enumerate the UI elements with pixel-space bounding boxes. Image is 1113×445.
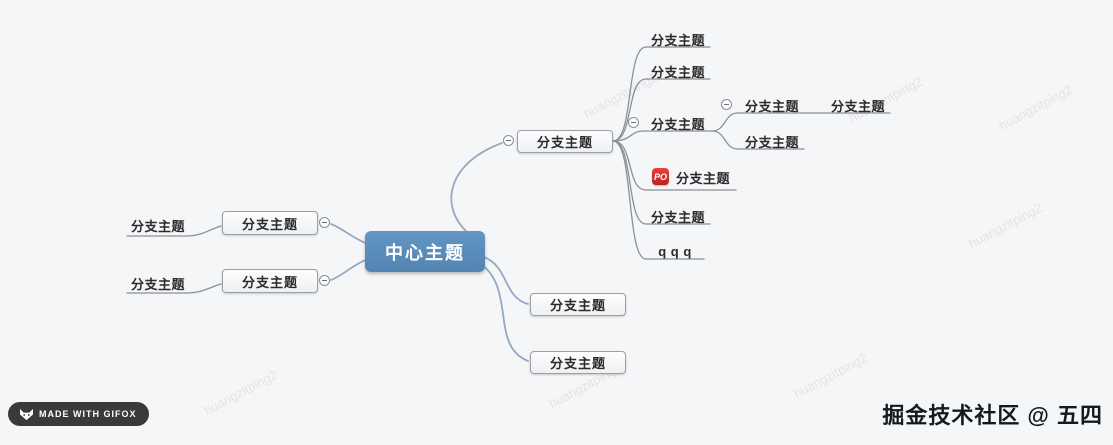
branch-topic-node[interactable]: 分支主题 — [222, 211, 318, 235]
watermark-text: huangzitping2 — [966, 199, 1045, 252]
subtopic-node[interactable]: 分支主题 — [130, 277, 185, 292]
subtopic-node[interactable]: 分支主题 — [744, 135, 799, 150]
branch-topic-node[interactable]: 分支主题 — [530, 293, 626, 316]
subtopic-node[interactable]: q q q — [658, 244, 692, 259]
po-priority-icon[interactable]: PO — [652, 168, 669, 185]
collapse-icon[interactable] — [503, 135, 514, 146]
watermark-text: huangzitping2 — [201, 366, 280, 419]
branch-topic-node[interactable]: 分支主题 — [517, 130, 613, 153]
branch-topic-node[interactable]: 分支主题 — [222, 269, 318, 293]
subtopic-node[interactable]: 分支主题 — [130, 219, 185, 234]
subtopic-node[interactable]: 分支主题 — [650, 33, 705, 48]
collapse-icon[interactable] — [319, 217, 330, 228]
collapse-icon[interactable] — [721, 99, 732, 110]
subtopic-node[interactable]: 分支主题 — [650, 65, 705, 80]
watermark-text: huangzitping2 — [791, 349, 870, 402]
subtopic-node[interactable]: 分支主题 — [830, 99, 885, 114]
fox-icon — [20, 408, 33, 421]
central-topic-node[interactable]: 中心主题 — [365, 231, 485, 272]
collapse-icon[interactable] — [319, 275, 330, 286]
subtopic-node[interactable]: 分支主题 — [650, 210, 705, 225]
collapse-icon[interactable] — [628, 117, 639, 128]
credit-text: 掘金技术社区 @ 五四 — [882, 403, 1103, 428]
subtopic-node[interactable]: 分支主题 — [744, 99, 799, 114]
branch-topic-node[interactable]: 分支主题 — [530, 351, 626, 374]
subtopic-node[interactable]: 分支主题 — [675, 171, 730, 186]
gifox-label: MADE WITH GIFOX — [39, 409, 137, 419]
gifox-badge: MADE WITH GIFOX — [8, 402, 149, 426]
watermark-text: huangzitping2 — [996, 81, 1075, 134]
subtopic-node[interactable]: 分支主题 — [650, 117, 705, 132]
